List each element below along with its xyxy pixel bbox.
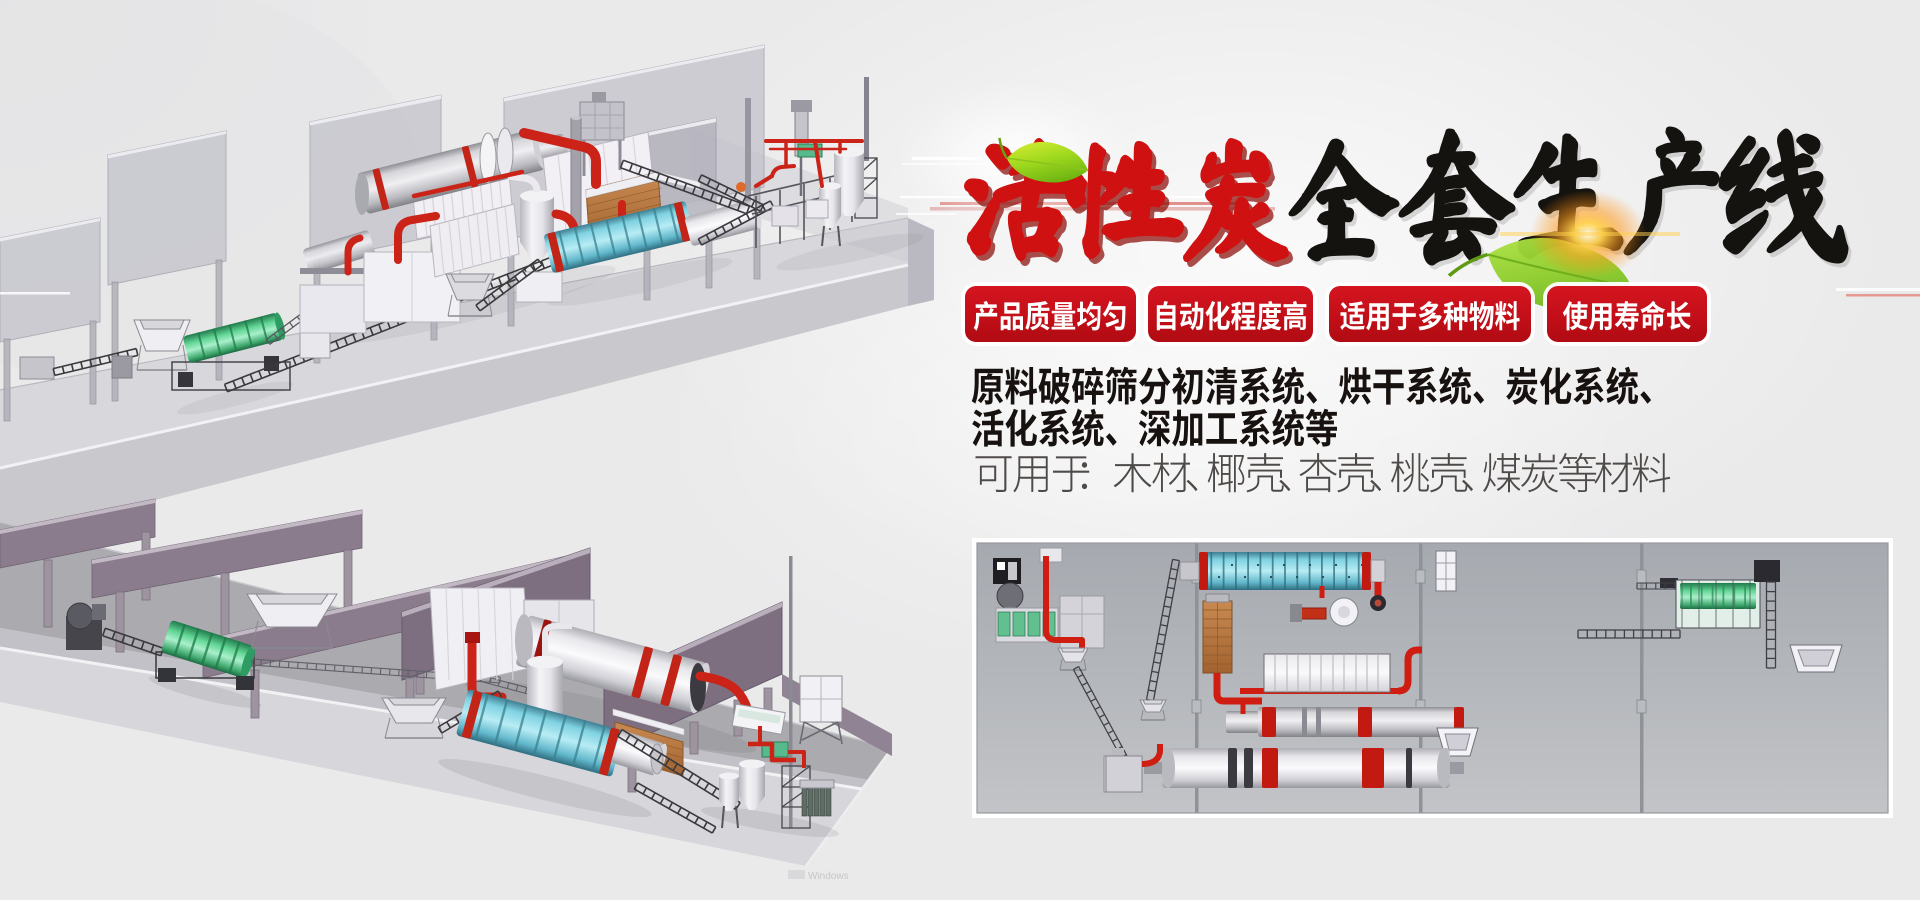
svg-text:Windows: Windows — [808, 871, 849, 882]
